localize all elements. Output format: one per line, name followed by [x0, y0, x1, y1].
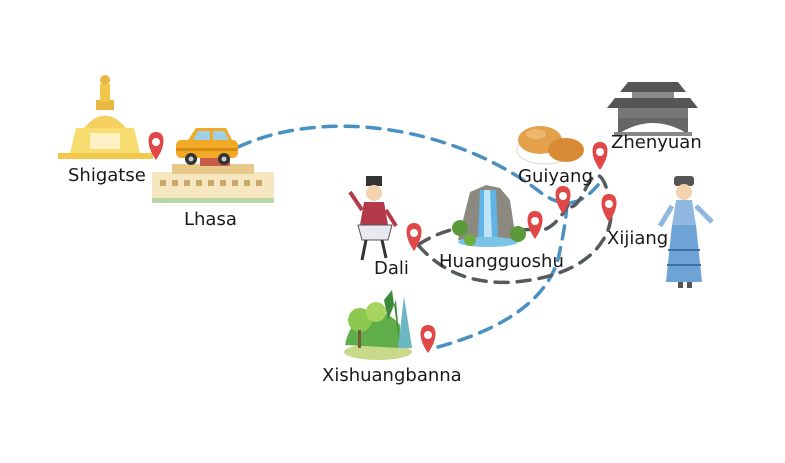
place-label-xishuangbanna: Xishuangbanna [322, 365, 462, 386]
map-pin-icon [527, 211, 543, 239]
miao-woman-figure-icon [657, 176, 714, 288]
dancer-figure-icon [348, 176, 398, 261]
place-label-xijiang: Xijiang [607, 228, 669, 249]
map-pin-icon [601, 194, 617, 222]
place-label-guiyang: Guiyang [518, 166, 593, 187]
map-pin-icon [420, 325, 436, 353]
map-pins [148, 132, 617, 353]
place-label-dali: Dali [374, 258, 409, 279]
route-gray-upper [416, 203, 570, 247]
bread-icon [516, 126, 584, 165]
map-pin-icon [406, 223, 422, 251]
place-label-lhasa: Lhasa [184, 209, 237, 230]
stupa-icon [58, 75, 153, 159]
route-lhasa-guiyang [236, 124, 600, 205]
waterfall-icon [452, 185, 526, 247]
map-pin-icon [592, 142, 608, 170]
map-pin-icon [148, 132, 164, 160]
route-gray-lower [416, 173, 613, 285]
map-pin-icon [555, 186, 571, 214]
place-label-huangguoshu: Huangguoshu [439, 251, 564, 272]
palace-icon [152, 158, 274, 203]
place-label-zhenyuan: Zhenyuan [611, 132, 702, 153]
forest-icon [344, 290, 412, 360]
routes [236, 124, 613, 349]
car-icon [176, 128, 238, 165]
archway-gate-icon [607, 82, 698, 136]
place-label-shigatse: Shigatse [68, 165, 146, 186]
